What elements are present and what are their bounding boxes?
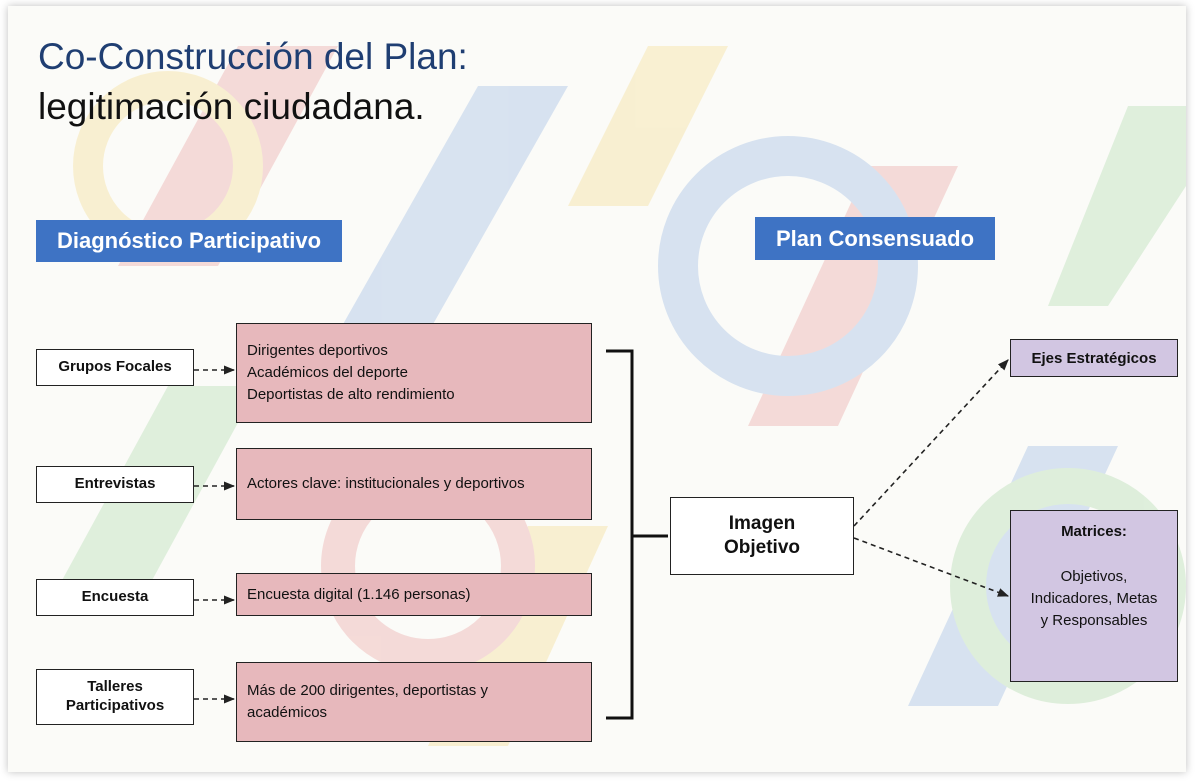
title-line-2: legitimación ciudadana. xyxy=(38,86,425,127)
detail-line: Actores clave: institucionales y deporti… xyxy=(247,475,525,493)
imagen-objetivo-line-2: Objetivo xyxy=(723,537,800,558)
detail-line: Encuesta digital (1.146 personas) xyxy=(247,585,471,603)
detail-talleres: Más de 200 dirigentes, deportistas y aca… xyxy=(236,662,592,742)
detail-entrevistas: Actores clave: institucionales y deporti… xyxy=(236,448,592,520)
matrices-lines: Objetivos, Indicadores, Metas y Responsa… xyxy=(1011,566,1177,631)
section-label-diagnostico: Diagnóstico Participativo xyxy=(36,220,342,262)
title-line-1: Co-Construcción del Plan: xyxy=(38,36,468,77)
detail-line: académicos xyxy=(247,704,328,721)
matrices-box: Matrices: Objetivos, Indicadores, Metas … xyxy=(1010,510,1178,682)
method-talleres-line-2: Participativos xyxy=(65,697,165,714)
matrices-title: Matrices: xyxy=(1061,523,1127,540)
imagen-objetivo-line-1: Imagen xyxy=(728,513,796,535)
detail-line: Académicos del deporte xyxy=(247,364,408,382)
detail-line: Más de 200 dirigentes, deportistas y xyxy=(247,682,488,700)
detail-grupos-focales: Dirigentes deportivos Académicos del dep… xyxy=(236,323,592,423)
method-grupos-focales: Grupos Focales xyxy=(36,349,194,386)
section-label-plan: Plan Consensuado xyxy=(755,217,995,260)
method-entrevistas: Entrevistas xyxy=(36,466,194,503)
matrices-line: y Responsables xyxy=(1040,611,1148,629)
slide: Co-Construcción del Plan: legitimación c… xyxy=(8,6,1186,772)
matrices-line: Indicadores, Metas xyxy=(1030,589,1158,607)
detail-encuesta: Encuesta digital (1.146 personas) xyxy=(236,573,592,616)
method-encuesta: Encuesta xyxy=(36,579,194,616)
detail-line: Dirigentes deportivos xyxy=(247,342,388,360)
ejes-estrategicos-box: Ejes Estratégicos xyxy=(1010,339,1178,377)
detail-line: Deportistas de alto rendimiento xyxy=(247,385,455,403)
method-talleres: Talleres Participativos xyxy=(36,669,194,725)
imagen-objetivo-box: Imagen Objetivo xyxy=(670,497,854,575)
method-talleres-line-1: Talleres xyxy=(87,678,143,696)
matrices-line: Objetivos, xyxy=(1060,568,1128,585)
